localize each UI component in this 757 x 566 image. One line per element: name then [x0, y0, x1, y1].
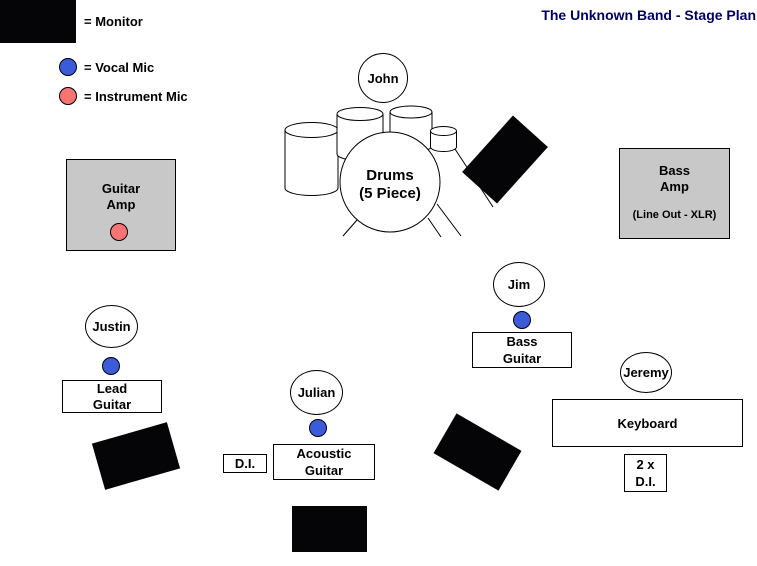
guitar-amp-instrument-mic	[110, 223, 128, 241]
cymbal	[430, 126, 457, 152]
lead-guitar-box: Lead Guitar	[62, 380, 162, 413]
floor-tom	[284, 122, 339, 196]
performer-julian-name: Julian	[297, 385, 336, 400]
di-box: D.I.	[223, 454, 267, 473]
bass-guitar-box: Bass Guitar	[472, 332, 572, 368]
monitor-legend-label: = Monitor	[84, 14, 143, 29]
di-double-label-line2: D.I.	[635, 474, 656, 489]
bass-amp: Bass Amp (Line Out - XLR)	[619, 148, 730, 239]
vocal-mic-legend-label: = Vocal Mic	[84, 60, 155, 75]
performer-julian: Julian	[290, 370, 343, 415]
bass-drum	[339, 131, 441, 233]
acoustic-guitar-box: Acoustic Guitar	[273, 444, 375, 480]
acoustic-guitar-label-line1: Acoustic	[296, 446, 352, 461]
page-title: The Unknown Band - Stage Plan	[541, 7, 756, 23]
bass-guitar-label-line1: Bass	[506, 334, 538, 349]
monitor-legend-swatch	[0, 0, 76, 43]
julian-vocal-mic	[309, 419, 327, 437]
keyboard-box: Keyboard	[552, 399, 743, 447]
performer-john: John	[358, 53, 408, 103]
performer-john-name: John	[367, 70, 399, 86]
drum-leg-left	[342, 219, 358, 237]
monitor-front-center	[292, 506, 367, 552]
drum-leg-right	[427, 217, 442, 238]
di-double-label-line1: 2 x	[636, 457, 655, 472]
drum-leg-far-right	[436, 203, 462, 237]
performer-jim: Jim	[493, 262, 545, 307]
vocal-mic-legend-icon	[59, 58, 77, 76]
performer-jeremy-name: Jeremy	[623, 365, 669, 380]
performer-justin: Justin	[85, 305, 138, 348]
guitar-amp-label-line1: Guitar	[101, 181, 141, 196]
drums-label-line1: Drums	[366, 167, 414, 184]
bass-amp-label-line1: Bass	[658, 163, 691, 178]
bass-guitar-label-line2: Guitar	[502, 351, 542, 366]
instrument-mic-legend-icon	[59, 87, 77, 105]
acoustic-guitar-label-line2: Guitar	[304, 463, 344, 478]
bass-amp-label-line2: Amp	[660, 179, 689, 194]
instrument-mic-legend-label: = Instrument Mic	[84, 89, 188, 104]
keyboard-label: Keyboard	[617, 415, 678, 431]
performer-justin-name: Justin	[92, 319, 131, 334]
performer-jim-name: Jim	[507, 277, 531, 292]
performer-jeremy: Jeremy	[620, 352, 672, 393]
lead-guitar-label-line1: Lead	[96, 380, 128, 396]
guitar-amp-label-line2: Amp	[106, 197, 136, 212]
lead-guitar-label-line2: Guitar	[92, 396, 132, 412]
jim-vocal-mic	[513, 311, 531, 329]
justin-vocal-mic	[102, 357, 120, 375]
di-double-box: 2 x D.I.	[624, 454, 667, 492]
di-label: D.I.	[234, 456, 256, 471]
bass-amp-note: (Line Out - XLR)	[632, 209, 717, 221]
drums-label-line2: (5 Piece)	[359, 185, 421, 202]
